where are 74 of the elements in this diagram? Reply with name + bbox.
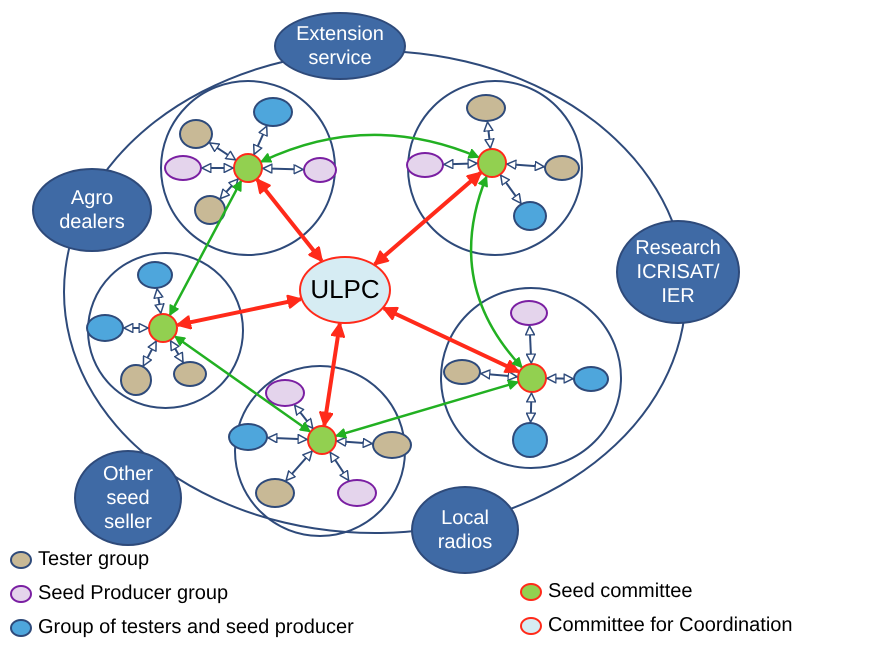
actor-oval: Local radios bbox=[411, 486, 519, 574]
double-arrow bbox=[168, 180, 242, 316]
village-circle bbox=[160, 80, 336, 256]
coordination-oval: ULPC bbox=[299, 256, 391, 324]
group-oval bbox=[337, 479, 377, 507]
double-arrow bbox=[285, 450, 313, 482]
group-oval bbox=[573, 366, 609, 392]
double-arrow bbox=[267, 432, 308, 444]
committee-circle bbox=[233, 153, 263, 183]
committee-circle bbox=[517, 363, 547, 393]
group-oval bbox=[265, 379, 305, 407]
double-arrow bbox=[506, 160, 545, 172]
group-oval bbox=[513, 201, 547, 231]
double-arrow bbox=[374, 171, 482, 266]
double-arrow bbox=[294, 404, 314, 429]
group-oval bbox=[303, 157, 337, 183]
group-oval bbox=[255, 478, 295, 508]
group-oval bbox=[194, 195, 226, 225]
double-arrow bbox=[208, 142, 236, 161]
double-arrow bbox=[483, 121, 495, 149]
actor-oval: Other seed seller bbox=[74, 450, 182, 546]
village-circle bbox=[86, 252, 244, 408]
group-oval bbox=[443, 359, 481, 385]
group-oval bbox=[406, 152, 444, 178]
legend-label: Seed Producer group bbox=[38, 582, 228, 605]
double-arrow bbox=[470, 176, 523, 368]
double-arrow bbox=[480, 369, 518, 382]
double-arrow bbox=[174, 336, 310, 432]
group-oval bbox=[179, 119, 213, 149]
village-circle bbox=[407, 80, 583, 256]
double-arrow bbox=[260, 134, 479, 163]
group-oval bbox=[164, 155, 202, 181]
village-circle bbox=[440, 287, 622, 469]
group-oval bbox=[253, 97, 293, 127]
double-arrow bbox=[170, 340, 184, 363]
committee-circle bbox=[148, 313, 178, 343]
committee-circle bbox=[477, 148, 507, 178]
legend-label: Tester group bbox=[38, 548, 150, 571]
double-arrow bbox=[252, 125, 268, 156]
group-oval bbox=[510, 300, 548, 326]
double-arrow bbox=[336, 436, 373, 448]
group-oval bbox=[466, 94, 506, 122]
actor-oval: Research ICRISAT/ IER bbox=[616, 220, 740, 324]
double-arrow bbox=[153, 288, 165, 314]
double-arrow bbox=[546, 373, 574, 384]
double-arrow bbox=[318, 322, 346, 426]
group-oval bbox=[512, 422, 548, 458]
actor-oval: Agro dealers bbox=[32, 168, 152, 252]
double-arrow bbox=[262, 163, 304, 174]
group-oval bbox=[137, 261, 173, 289]
double-arrow bbox=[336, 380, 518, 438]
group-oval bbox=[544, 155, 580, 181]
double-arrow bbox=[256, 178, 324, 262]
double-arrow bbox=[123, 322, 149, 334]
double-arrow bbox=[329, 452, 350, 482]
group-oval bbox=[120, 364, 152, 396]
double-arrow bbox=[382, 306, 520, 374]
committee-circle bbox=[307, 425, 337, 455]
group-oval bbox=[372, 431, 412, 459]
group-oval bbox=[228, 423, 268, 451]
group-oval bbox=[86, 314, 124, 342]
double-arrow bbox=[220, 178, 239, 200]
legend-label: Committee for Coordination bbox=[548, 614, 793, 637]
double-arrow bbox=[443, 158, 478, 170]
double-arrow bbox=[524, 325, 536, 364]
double-arrow bbox=[500, 174, 522, 204]
legend-label: Group of testers and seed producer bbox=[38, 616, 354, 639]
double-arrow bbox=[201, 162, 234, 174]
legend-label: Seed committee bbox=[548, 580, 693, 603]
double-arrow bbox=[526, 392, 536, 423]
double-arrow bbox=[142, 340, 157, 367]
actor-oval: Extension service bbox=[274, 12, 406, 80]
group-oval bbox=[173, 361, 207, 387]
double-arrow bbox=[176, 294, 302, 330]
